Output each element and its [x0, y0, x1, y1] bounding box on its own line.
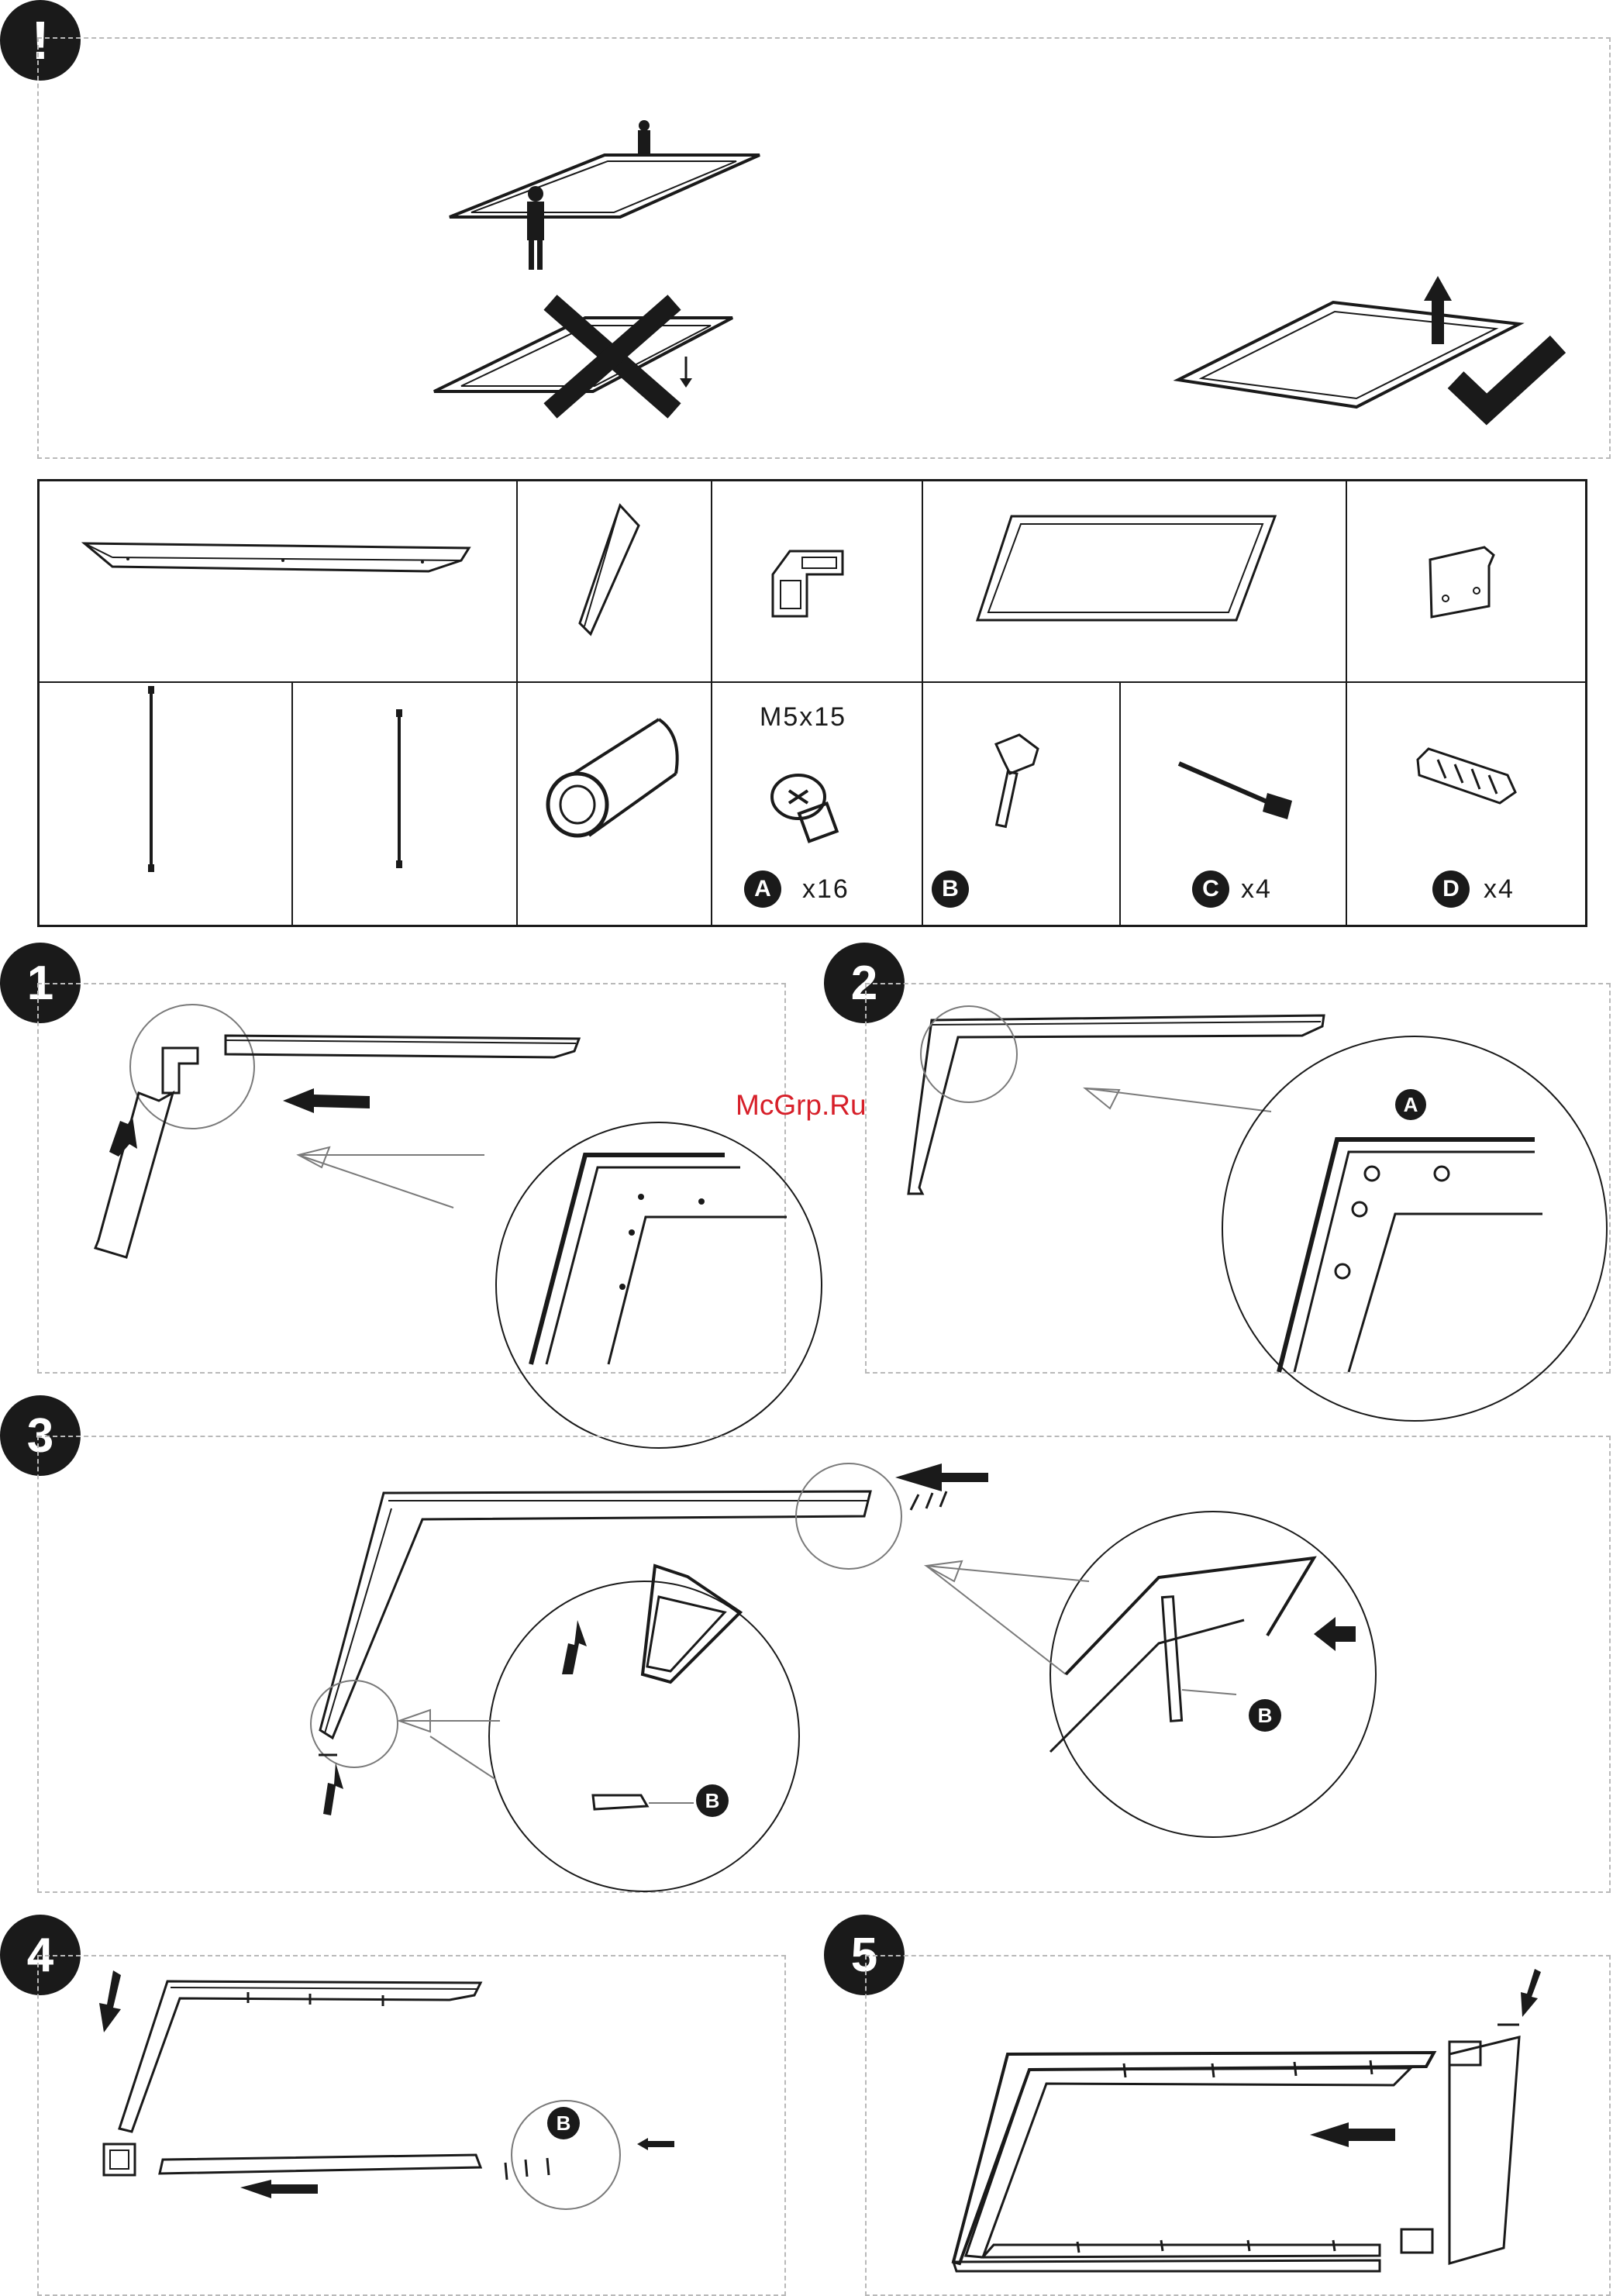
part-a-badge: A: [744, 870, 781, 908]
step-3-illustration: [306, 1442, 1391, 1876]
step-2-illustration: [915, 984, 1558, 1372]
step-4-callout-b: B: [547, 2107, 580, 2139]
short-rail-drawing: [574, 502, 643, 638]
up-arrow-icon: [1422, 276, 1453, 346]
part-a-qty: x16: [802, 874, 850, 905]
step-3-callout-b-left: B: [696, 1784, 729, 1817]
part-d-qty: x4: [1484, 874, 1515, 905]
anchor-d-drawing: [1415, 744, 1523, 814]
screw-size-label: M5x15: [760, 702, 846, 733]
step-5-illustration: [946, 1969, 1535, 2279]
part-c-qty: x4: [1241, 874, 1272, 905]
screen-roll-drawing: [543, 712, 682, 843]
part-d-letter: D: [1442, 876, 1460, 902]
step-2-callout-a-letter: A: [1404, 1093, 1418, 1117]
cross-icon: [543, 295, 682, 419]
part-cell-long-rail: [40, 481, 518, 683]
screw-c-drawing: [1174, 756, 1298, 826]
step-3-callout-b-left-letter: B: [705, 1789, 720, 1813]
long-rail-drawing: [81, 539, 477, 577]
part-b-badge: B: [932, 870, 969, 908]
frame-panel-drawing: [973, 512, 1283, 628]
clip-b-drawing: [981, 729, 1050, 837]
step-4-callout-b-letter: B: [557, 2112, 571, 2136]
corner-connector-drawing: [756, 546, 849, 624]
part-a-letter: A: [754, 876, 771, 902]
carry-panel-illustration: [434, 116, 783, 287]
step-3-callout-b-right: B: [1249, 1699, 1281, 1732]
part-b-letter: B: [942, 876, 959, 902]
part-cell-rod-long: [40, 683, 293, 927]
bracket-drawing: [1422, 543, 1500, 628]
part-d-badge: D: [1432, 870, 1470, 908]
step-2-callout-a: A: [1395, 1089, 1426, 1120]
watermark-text: McGrp.Ru: [736, 1089, 867, 1122]
screw-a-drawing: [767, 767, 845, 845]
step-4-illustration: [93, 1969, 713, 2279]
step-3-callout-b-right-letter: B: [1258, 1704, 1273, 1728]
part-c-badge: C: [1192, 870, 1229, 908]
part-c-letter: C: [1202, 876, 1219, 902]
rod-short-drawing: [391, 709, 407, 868]
check-icon: [1449, 333, 1566, 419]
step-1-illustration: [89, 977, 771, 1364]
rod-long-drawing: [143, 686, 159, 872]
